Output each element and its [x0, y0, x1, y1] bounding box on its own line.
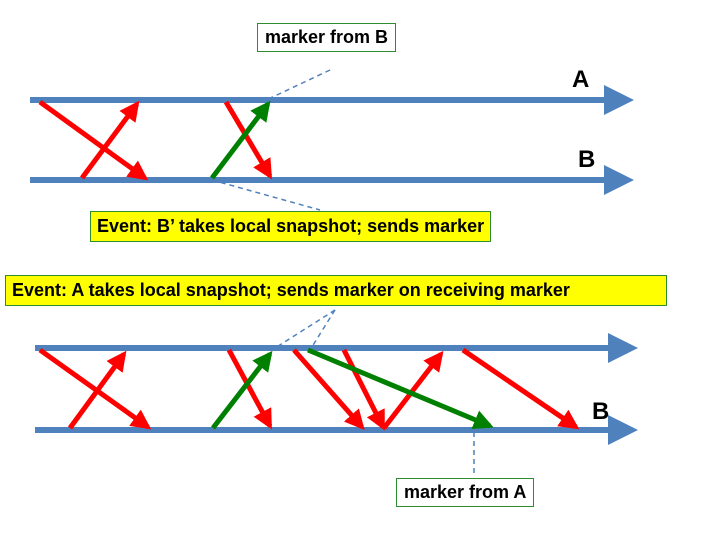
app-message-b-to-a — [67, 350, 127, 430]
process-label-b-bottom: B — [592, 398, 610, 425]
callout-leader — [211, 179, 321, 211]
event-b-snapshot-callout: Event: B’ takes local snapshot; sends ma… — [90, 211, 492, 242]
callout-leader — [309, 309, 336, 351]
event-a-snapshot-callout: Event: A takes local snapshot; sends mar… — [5, 275, 667, 306]
app-message-a-to-b — [341, 348, 386, 431]
process-label-b-top: B — [578, 146, 596, 173]
process-label-a-top: A — [572, 66, 590, 93]
app-message-a-to-b — [461, 347, 580, 430]
app-message-a-to-b — [38, 99, 149, 181]
marker-message-b-to-a — [211, 350, 273, 430]
marker-message-b-to-a — [210, 100, 271, 180]
callout-leader — [261, 69, 331, 103]
app-message-a-to-b — [226, 348, 273, 430]
marker-message-a-to-b — [307, 347, 494, 430]
app-message-a-to-b — [223, 100, 273, 180]
marker-from-a-callout: marker from A — [396, 478, 535, 507]
app-message-a-to-b — [38, 347, 152, 430]
marker-from-b-callout: marker from B — [257, 23, 397, 52]
callout-leader — [271, 309, 336, 351]
app-message-a-to-b — [292, 348, 365, 430]
app-message-b-to-a — [79, 100, 140, 180]
